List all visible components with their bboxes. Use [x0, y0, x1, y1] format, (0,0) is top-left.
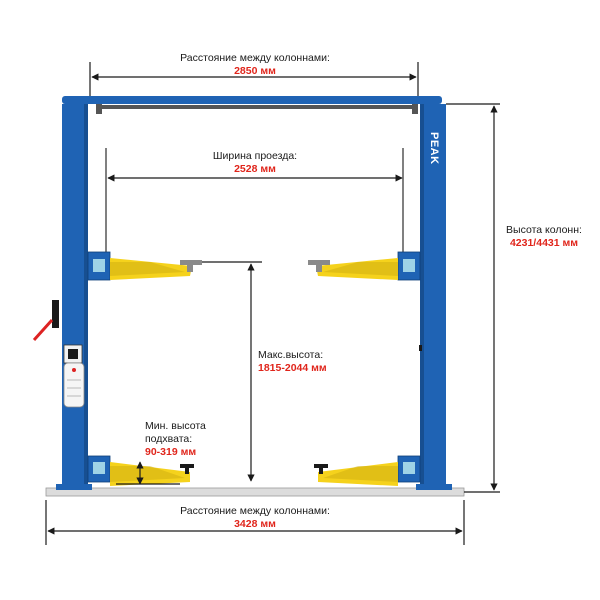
- label-column-height: Высота колонн: 4231/4431 мм: [506, 224, 582, 250]
- brand-logo: PEAK: [428, 131, 440, 165]
- label-base-width: Расстояние между колоннами: 3428 мм: [180, 505, 330, 531]
- right-upper-arm: [308, 251, 421, 281]
- label-max-height: Макс.высота: 1815-2044 мм: [258, 349, 327, 375]
- min-height-value: 90-319 мм: [145, 446, 197, 458]
- dim-column-height: [446, 103, 500, 493]
- label-min-height: Мин. высота подхвата: 90-319 мм: [145, 420, 206, 459]
- column-height-value: 4231/4431 мм: [509, 237, 579, 249]
- left-column: [32, 104, 88, 492]
- column-height-label: Высота колонн:: [506, 224, 582, 236]
- dim-max-height: [202, 261, 262, 482]
- dim-base-width: [45, 500, 465, 545]
- left-lower-arm: [87, 455, 194, 486]
- column-distance-value: 2850 мм: [234, 65, 276, 77]
- max-height-label: Макс.высота:: [258, 349, 324, 361]
- min-height-label-line2: подхвата:: [145, 433, 193, 445]
- drive-width-value: 2528 мм: [234, 163, 276, 175]
- dim-min-height: [116, 461, 180, 485]
- base-width-value: 3428 мм: [234, 518, 276, 530]
- column-distance-label: Расстояние между колоннами:: [180, 52, 330, 64]
- drive-width-label: Ширина проезда:: [212, 150, 298, 162]
- dim-column-distance: [89, 62, 419, 96]
- max-height-value: 1815-2044 мм: [258, 362, 327, 374]
- control-lever: [52, 300, 59, 328]
- base-plate: [45, 487, 465, 497]
- min-height-label-line1: Мин. высота: [145, 420, 206, 432]
- base-width-label: Расстояние между колоннами:: [180, 505, 330, 517]
- right-column: [419, 104, 446, 492]
- right-lower-arm: [314, 455, 421, 486]
- left-upper-arm: [87, 251, 202, 281]
- release-handle: [32, 318, 54, 342]
- label-column-distance: Расстояние между колоннами: 2850 мм: [180, 52, 330, 78]
- label-drive-width: Ширина проезда: 2528 мм: [213, 150, 297, 176]
- top-crossbeam: [62, 96, 442, 114]
